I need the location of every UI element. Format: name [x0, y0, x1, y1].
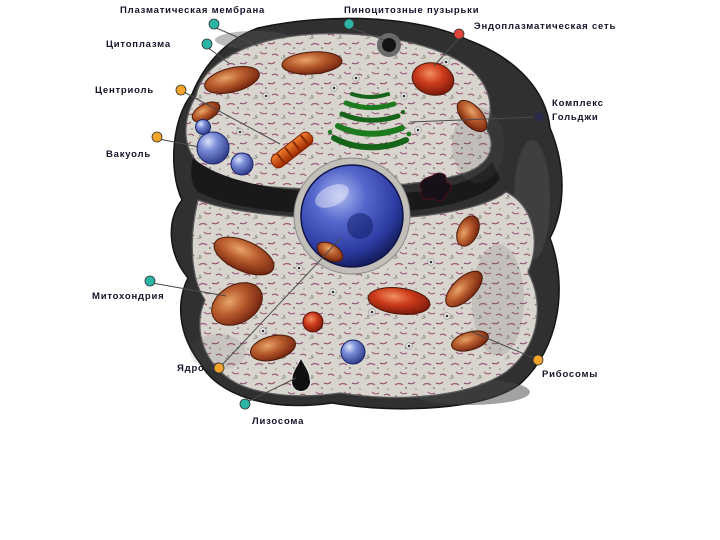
leader-pinocytotic-vesicles: [348, 26, 385, 41]
marker-mitochondria: [144, 275, 156, 287]
lysosome-body: [291, 356, 311, 392]
marker-endoplasmic-reticulum: [453, 28, 465, 40]
nucleus-body: [293, 157, 411, 275]
label-ribosomes: Рибосомы: [542, 369, 599, 380]
marker-dots: [144, 18, 545, 410]
vacuoles: [195, 119, 254, 176]
leader-centriole: [183, 91, 281, 145]
marker-centriole: [175, 84, 187, 96]
label-vacuole: Вакуоль: [106, 149, 151, 160]
label-plasma-membrane: Плазматическая мембрана: [120, 5, 266, 16]
label-pinocytotic-vesicles: Пиноцитозные пузырьки: [344, 5, 480, 16]
cut-face: [191, 158, 500, 215]
leader-lines: [151, 26, 537, 403]
label-golgi-complex: Комплекс Гольджи: [552, 98, 604, 124]
label-cytoplasm: Цитоплазма: [106, 39, 171, 50]
leader-endoplasmic-reticulum: [433, 37, 460, 67]
marker-golgi-complex: [533, 111, 545, 123]
dark-organelle: [419, 172, 452, 202]
golgi-apparatus: [327, 92, 412, 151]
marker-plasma-membrane: [208, 18, 220, 30]
shading: [472, 244, 524, 356]
blue-vesicle: [340, 339, 366, 365]
shading: [452, 107, 504, 183]
leader-ribosomes: [469, 330, 537, 360]
leader-vacuole: [158, 138, 200, 148]
pinocytotic-pit: [377, 33, 401, 57]
leader-cytoplasm: [206, 46, 231, 65]
marker-nucleus: [213, 362, 225, 374]
marker-cytoplasm: [201, 38, 213, 50]
label-centriole: Центриоль: [95, 85, 155, 96]
marker-ribosomes: [532, 354, 544, 366]
label-mitochondria: Митохондрия: [92, 291, 165, 302]
centriole-body: [270, 131, 314, 169]
mitochondria-group-bottom: [211, 215, 489, 362]
shading: [190, 334, 246, 370]
red-vesicle: [302, 311, 324, 333]
leader-mitochondria: [151, 282, 227, 297]
ribosome-dot-centers: [238, 60, 449, 348]
marker-lysosome: [239, 398, 251, 410]
leader-nucleus: [220, 237, 342, 367]
marker-pinocytotic-vesicles: [343, 18, 355, 30]
mitochondria-group-top: [191, 51, 488, 133]
label-nucleus: Ядро: [177, 363, 205, 374]
label-lysosome: Лизосома: [252, 416, 305, 427]
label-endoplasmic-reticulum: Эндоплазматическая сеть: [473, 21, 617, 32]
leader-lysosome: [246, 377, 297, 403]
marker-vacuole: [151, 131, 163, 143]
leader-plasma-membrane: [213, 26, 259, 47]
leader-golgi-complex: [409, 116, 537, 123]
